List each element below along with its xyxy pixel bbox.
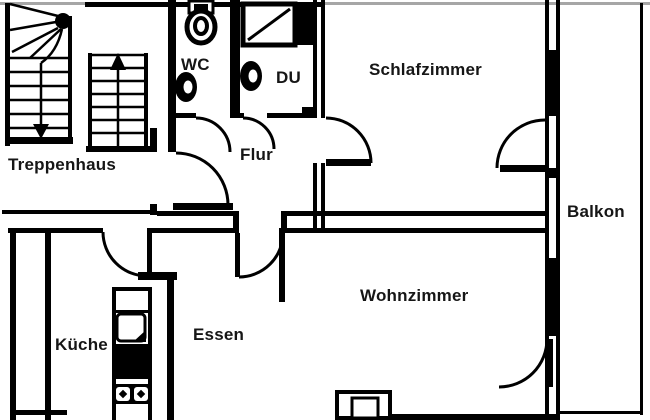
kitchen-counter: [112, 287, 152, 420]
room-label-wc: WC: [181, 55, 210, 74]
toilet: [184, 0, 218, 46]
room-label-treppenhaus: Treppenhaus: [8, 155, 117, 174]
room-label-schlafzimmer: Schlafzimmer: [369, 60, 482, 79]
chimney-shaft: [335, 390, 392, 420]
room-label-flur: Flur: [240, 145, 273, 164]
wc-sink: [175, 72, 197, 102]
shower-tray: [240, 1, 298, 48]
du-sink: [240, 61, 262, 91]
room-label-wohnzimmer: Wohnzimmer: [360, 286, 469, 305]
room-label-du: DU: [276, 68, 301, 87]
windows: [545, 50, 559, 387]
double-burner: [112, 384, 152, 404]
doors: [101, 116, 549, 389]
balcony-railing: [558, 3, 643, 415]
kitchen-sink: [115, 312, 147, 343]
down-arrow: [33, 124, 49, 139]
straight-staircase: [88, 53, 148, 148]
room-label-essen: Essen: [193, 325, 245, 344]
up-arrow: [110, 53, 126, 70]
stove: [114, 347, 150, 376]
room-label-kueche: Küche: [55, 335, 108, 354]
winder-staircase: [9, 2, 72, 142]
room-label-balkon: Balkon: [567, 202, 625, 221]
